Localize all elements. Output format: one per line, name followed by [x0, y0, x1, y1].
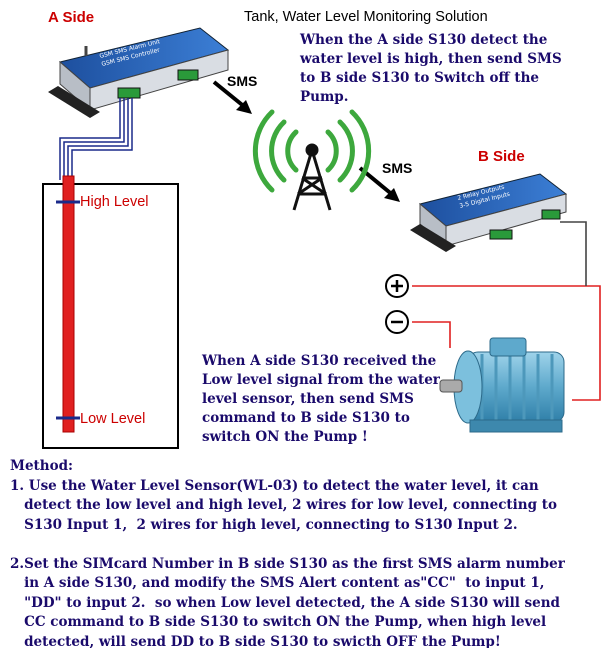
- high-note-line: Pump.: [300, 89, 349, 105]
- high-level-label: High Level: [80, 194, 149, 210]
- gsm-device-b-icon: 2 Relay Outputs 3-5 Digital Inputs: [410, 173, 568, 252]
- low-note-line: Low level signal from the water: [202, 372, 440, 388]
- high-note-line: to B side S130 to Switch off the: [300, 70, 539, 86]
- sms-label-1: SMS: [227, 73, 258, 89]
- a-side-label: A Side: [48, 9, 95, 26]
- power-wires: [412, 221, 601, 401]
- high-level-note: When the A side S130 detect the water le…: [300, 31, 562, 107]
- method-line: in A side S130, and modify the SMS Alert…: [10, 575, 545, 591]
- method-line: detect the low level and high level, 2 w…: [10, 497, 557, 513]
- method-section: Method: 1. Use the Water Level Sensor(WL…: [10, 457, 565, 648]
- b-side-label: B Side: [478, 148, 525, 165]
- high-note-line: water level is high, then send SMS: [300, 51, 562, 67]
- minus-terminal-icon: [385, 310, 409, 334]
- method-line: CC command to B side S130 to switch ON t…: [10, 614, 547, 630]
- sensor-wires: [59, 98, 133, 180]
- sms-label-2: SMS: [382, 160, 413, 176]
- gsm-device-a-icon: GSM SMS Alarm Unit GSM SMS Controller: [48, 27, 230, 118]
- page-title: Tank, Water Level Monitoring Solution: [244, 9, 488, 25]
- low-note-line: switch ON the Pump !: [202, 429, 368, 445]
- low-note-line: When A side S130 received the: [202, 353, 437, 369]
- method-heading: Method:: [10, 458, 74, 474]
- method-line: S130 Input 1, 2 wires for high level, co…: [10, 516, 518, 533]
- low-note-line: level sensor, then send SMS: [202, 391, 414, 407]
- low-level-note: When A side S130 received the Low level …: [202, 352, 440, 447]
- method-line: 1. Use the Water Level Sensor(WL-03) to …: [10, 477, 539, 494]
- plus-terminal-icon: [385, 274, 409, 298]
- tower-structure: [292, 143, 332, 211]
- water-pump-motor-icon: [439, 337, 565, 433]
- low-note-line: command to B side S130 to: [202, 410, 410, 426]
- water-level-sensor-rod: [62, 175, 75, 433]
- method-line: detected, will send DD to B side S130 to…: [10, 633, 501, 648]
- method-line: [10, 535, 565, 555]
- method-line: "DD" to input 2. so when Low level detec…: [10, 594, 560, 611]
- signal-tower-icon: [252, 109, 372, 193]
- arrow-icon-1: [212, 80, 252, 114]
- method-line: 2.Set the SIMcard Number in B side S130 …: [10, 555, 565, 572]
- low-level-label: Low Level: [80, 411, 146, 427]
- high-note-line: When the A side S130 detect the: [300, 32, 548, 48]
